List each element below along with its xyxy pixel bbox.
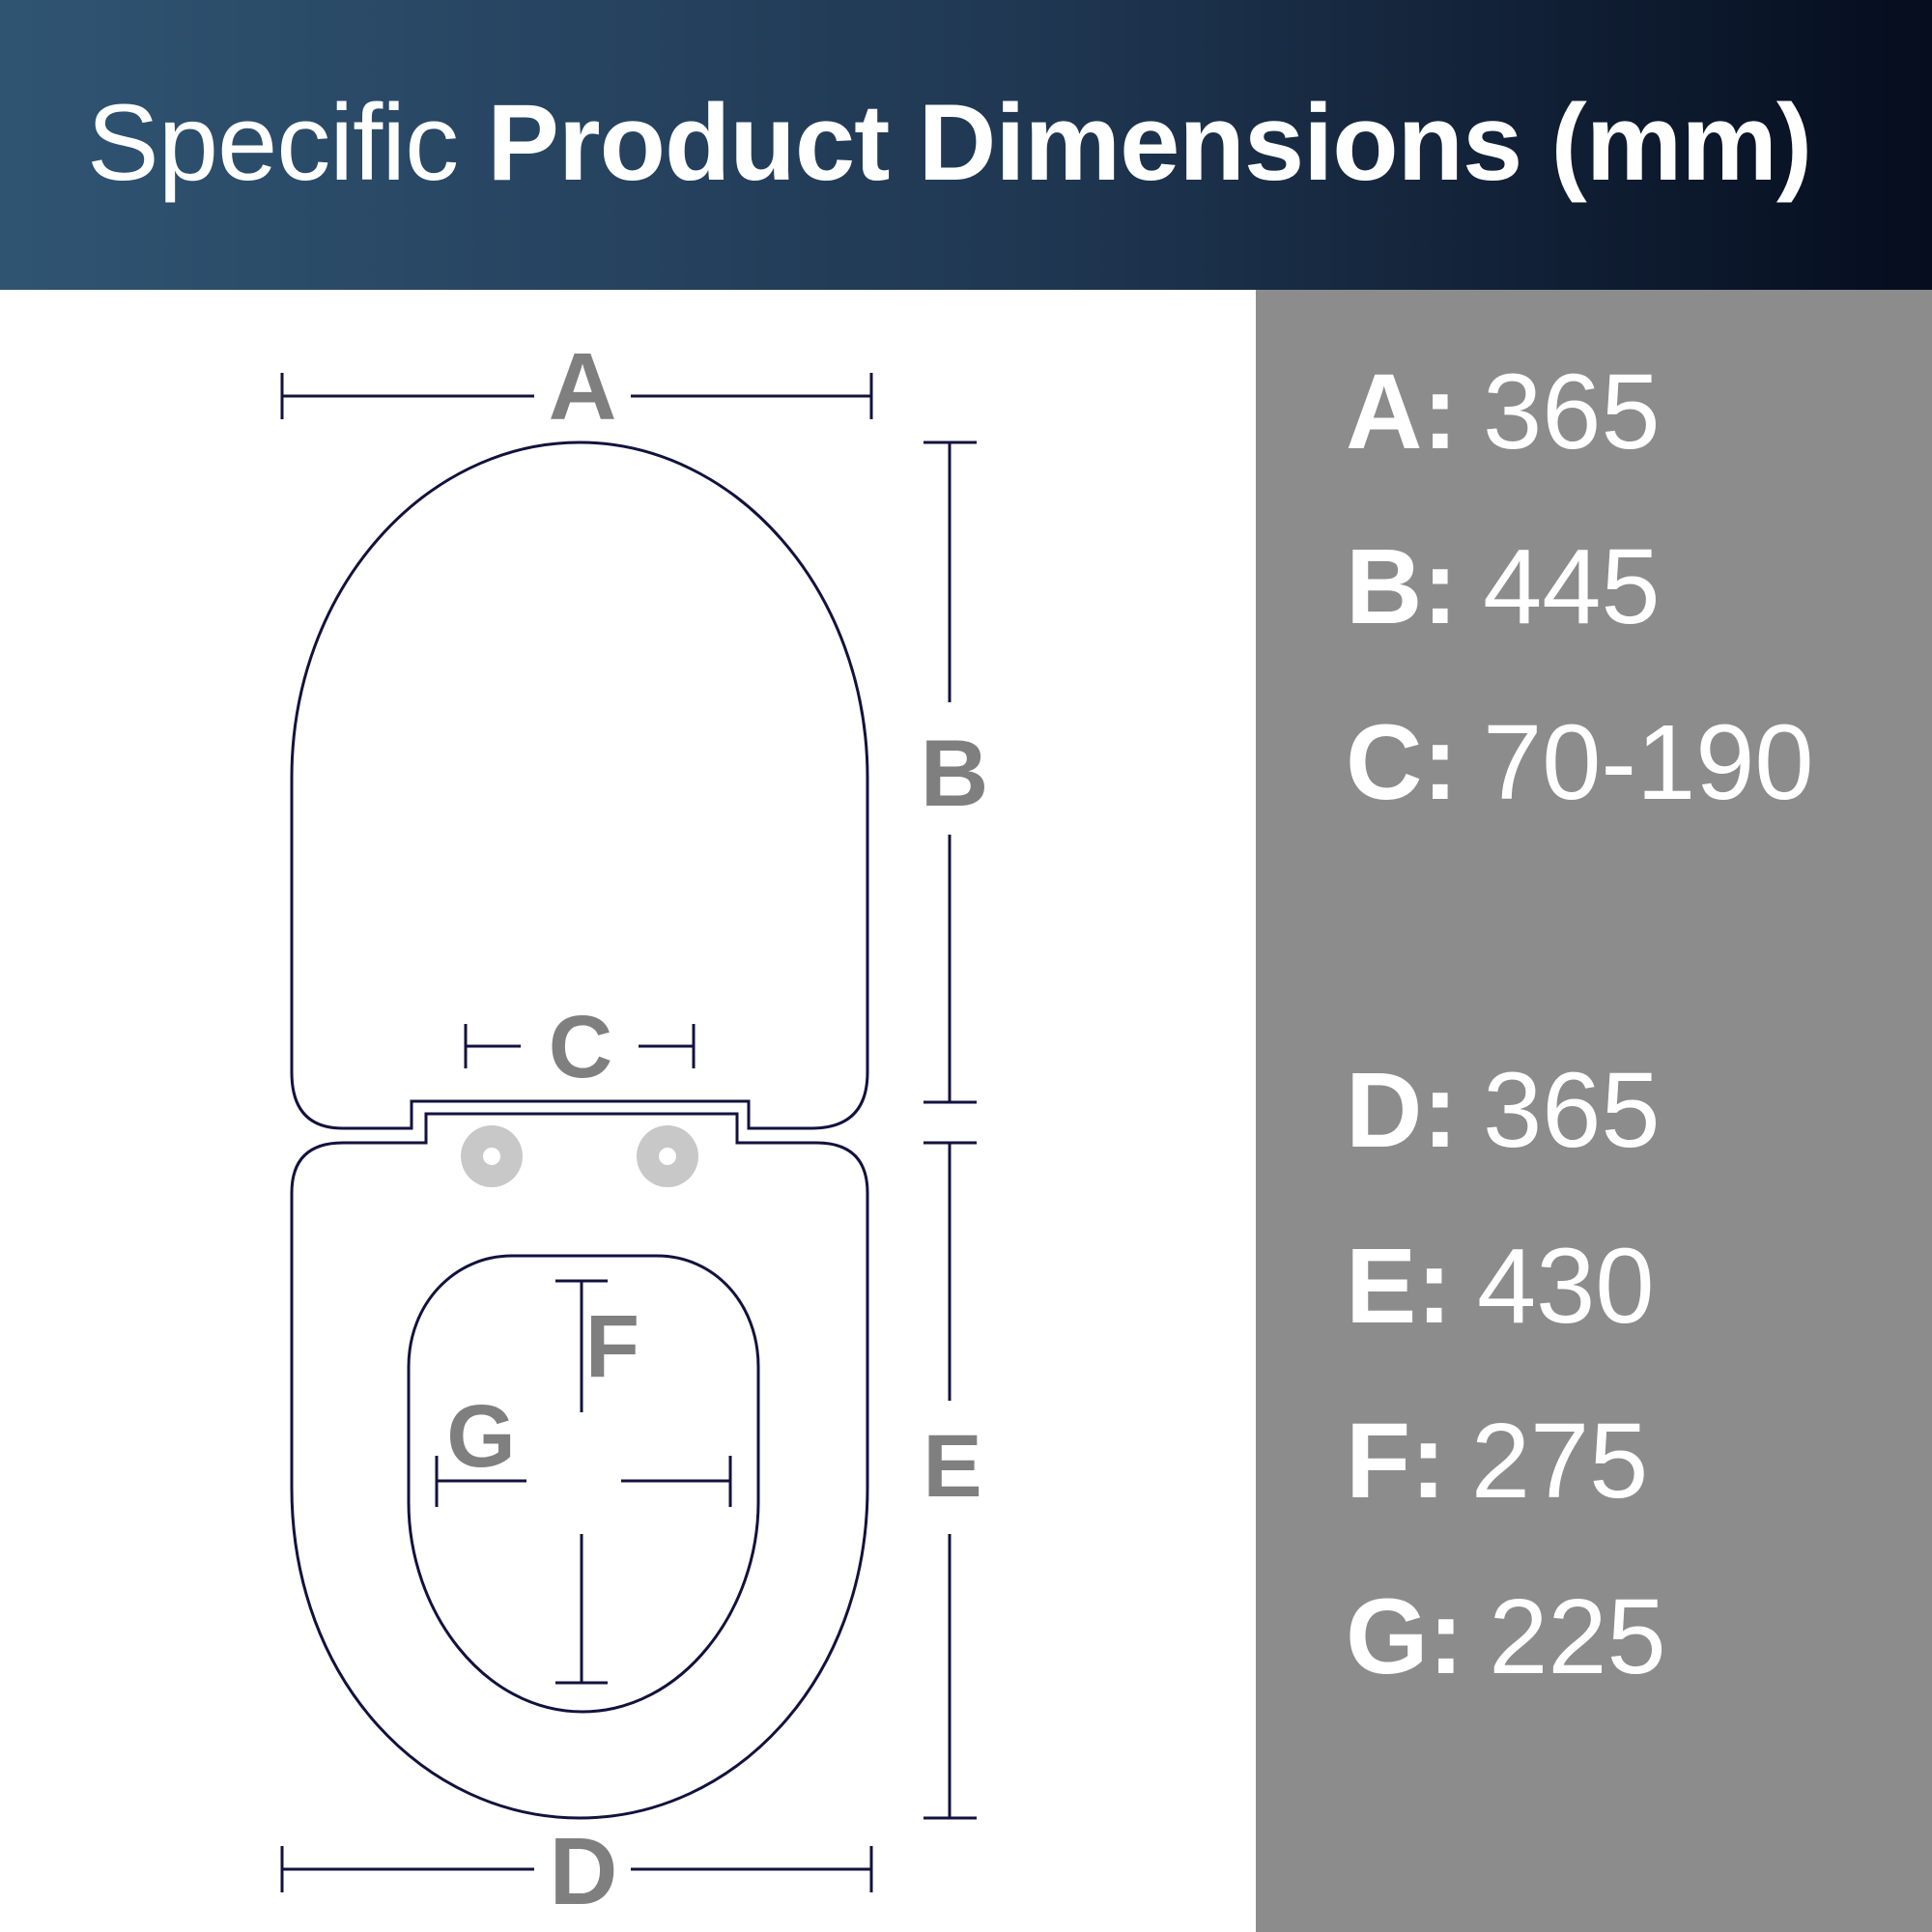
label-g: G (446, 1387, 516, 1486)
label-e: E (923, 1417, 981, 1516)
specs-panel (1256, 290, 1932, 1932)
spec-b: B:445 (1346, 527, 1661, 646)
toilet-seat-diagram: A B C D E F G (280, 333, 989, 1924)
spec-d: D:365 (1346, 1051, 1661, 1170)
dimension-line-f (555, 1279, 608, 1685)
lid-outline (290, 440, 869, 1130)
hinge-left-icon (461, 1125, 523, 1187)
spec-g: G:225 (1346, 1577, 1666, 1696)
seat-outline (290, 1112, 869, 1820)
dimension-line-e (923, 1141, 977, 1820)
seat-opening (407, 1254, 760, 1714)
page-title: Specific Product Dimensions (mm) (87, 82, 1812, 203)
title-bold: Product Dimensions (mm) (487, 82, 1812, 203)
spec-e: E:430 (1346, 1227, 1655, 1346)
dimension-line-d (280, 1846, 873, 1892)
spec-a: A:365 (1346, 353, 1661, 471)
label-b: B (921, 720, 989, 826)
label-c: C (549, 998, 612, 1096)
hinge-right-icon (637, 1125, 698, 1187)
spec-f: F:275 (1346, 1402, 1649, 1520)
label-a: A (549, 333, 617, 440)
dimension-line-g (435, 1456, 732, 1507)
dimension-line-c (464, 1024, 696, 1068)
dimension-line-b (923, 440, 977, 1104)
title-light: Specific (87, 82, 459, 203)
label-d: D (550, 1818, 618, 1924)
header-banner: Specific Product Dimensions (mm) (0, 0, 1932, 290)
spec-c: C:70-190 (1346, 703, 1814, 822)
dimension-line-a (280, 373, 873, 419)
label-f: F (585, 1297, 639, 1396)
